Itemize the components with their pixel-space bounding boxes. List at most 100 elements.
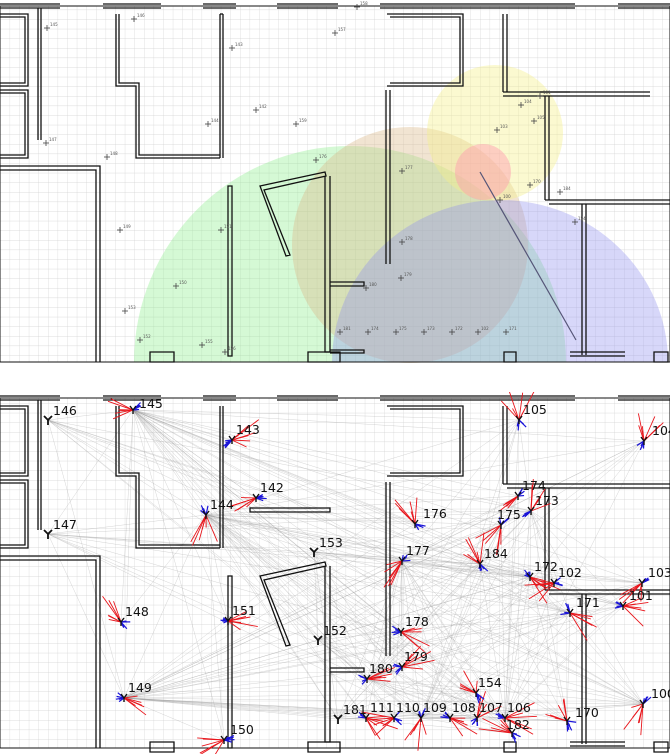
anchor-node: 110 bbox=[390, 700, 420, 722]
anchor-node: 182 bbox=[506, 717, 530, 737]
link-line bbox=[123, 697, 568, 722]
ray-line bbox=[528, 582, 555, 600]
anchor-node: 104 bbox=[640, 423, 670, 445]
link-line bbox=[132, 409, 339, 720]
link-line bbox=[366, 510, 532, 680]
anchor-label: 103 bbox=[648, 565, 670, 580]
link-line bbox=[205, 514, 225, 741]
link-line bbox=[47, 533, 506, 719]
receiver-node: 146 bbox=[43, 403, 77, 425]
top-marker-label: 146 bbox=[137, 13, 145, 18]
link-line bbox=[132, 409, 368, 680]
link-line bbox=[313, 551, 339, 720]
top-marker: 154 bbox=[572, 216, 586, 225]
top-marker-label: 103 bbox=[500, 124, 508, 129]
link-line bbox=[401, 560, 513, 734]
ray-line bbox=[504, 712, 524, 719]
ray-line bbox=[478, 728, 513, 734]
link-line bbox=[401, 510, 532, 562]
beam-line bbox=[393, 717, 399, 722]
beam-line bbox=[395, 666, 403, 675]
anchor-label: 184 bbox=[484, 546, 508, 561]
link-line bbox=[47, 510, 532, 535]
beam-line bbox=[361, 678, 368, 685]
top-marker-label: 178 bbox=[405, 236, 413, 241]
receiver-label: 146 bbox=[53, 403, 77, 418]
top-marker-label: 151 bbox=[224, 224, 232, 229]
ray-line bbox=[388, 560, 403, 579]
link-line bbox=[365, 678, 368, 719]
anchor-node: 143 bbox=[228, 422, 260, 444]
link-line bbox=[401, 440, 645, 562]
link-line bbox=[205, 514, 481, 565]
ray-line bbox=[631, 703, 644, 708]
ray-line bbox=[382, 717, 395, 727]
beam-line bbox=[566, 720, 577, 723]
anchor-icon bbox=[398, 662, 406, 671]
ray-line bbox=[622, 603, 636, 607]
ray-line bbox=[643, 416, 656, 442]
top-marker: 173 bbox=[421, 326, 435, 335]
top-marker: 177 bbox=[399, 165, 413, 174]
link-line bbox=[47, 419, 532, 512]
anchor-icon bbox=[508, 728, 516, 737]
anchor-label: 102 bbox=[558, 565, 582, 580]
link-line bbox=[504, 495, 519, 719]
ray-line bbox=[529, 576, 548, 589]
beam-line bbox=[511, 732, 518, 735]
beam-line bbox=[498, 715, 506, 719]
anchor-node: 145 bbox=[129, 396, 163, 414]
anchor-node: 184 bbox=[476, 546, 508, 568]
link-line bbox=[401, 560, 643, 584]
anchor-label: 175 bbox=[497, 507, 521, 522]
top-marker-label: 144 bbox=[211, 118, 219, 123]
beam-line bbox=[414, 523, 426, 527]
ray-line bbox=[569, 612, 590, 625]
link-line bbox=[132, 409, 520, 421]
link-line bbox=[120, 514, 207, 623]
top-marker-label: 153 bbox=[128, 305, 136, 310]
ray-line bbox=[192, 514, 207, 546]
top-marker: 170 bbox=[527, 179, 541, 188]
link-line bbox=[47, 533, 125, 699]
link-line bbox=[530, 510, 571, 614]
link-line bbox=[132, 409, 422, 719]
anchor-icon bbox=[129, 405, 137, 414]
anchor-label: 111 bbox=[370, 700, 394, 715]
zone-pink bbox=[455, 144, 511, 200]
top-marker-label: 142 bbox=[259, 104, 267, 109]
link-line bbox=[420, 563, 481, 719]
link-line bbox=[530, 440, 645, 512]
top-marker-label: 143 bbox=[235, 42, 243, 47]
beam-line bbox=[560, 612, 571, 616]
link-line bbox=[366, 582, 555, 680]
anchor-node: 107 bbox=[473, 700, 503, 722]
link-line bbox=[47, 533, 403, 562]
anchor-node: 179 bbox=[398, 649, 428, 671]
anchor-label: 108 bbox=[452, 700, 476, 715]
ray-line bbox=[509, 392, 520, 421]
zone-blue bbox=[332, 200, 668, 362]
link-line bbox=[47, 419, 481, 565]
link-line bbox=[205, 514, 416, 525]
link-line bbox=[420, 495, 519, 719]
ray-line bbox=[414, 497, 418, 525]
beam-line bbox=[479, 563, 489, 572]
link-line bbox=[479, 440, 645, 565]
ray-line bbox=[227, 611, 246, 622]
receiver-icon bbox=[309, 547, 319, 557]
link-line bbox=[479, 563, 644, 705]
ray-line bbox=[401, 659, 435, 668]
anchor-label: 100 bbox=[651, 686, 670, 701]
anchor-icon bbox=[527, 506, 535, 515]
link-line bbox=[504, 582, 643, 719]
link-line bbox=[479, 563, 568, 722]
top-marker-label: 149 bbox=[123, 224, 131, 229]
ray-line bbox=[371, 717, 395, 721]
ray-line bbox=[113, 601, 122, 623]
link-line bbox=[132, 409, 207, 516]
top-marker: 153 bbox=[122, 305, 136, 314]
ray-line bbox=[504, 717, 534, 735]
link-line bbox=[401, 560, 478, 719]
ray-line bbox=[198, 514, 207, 541]
